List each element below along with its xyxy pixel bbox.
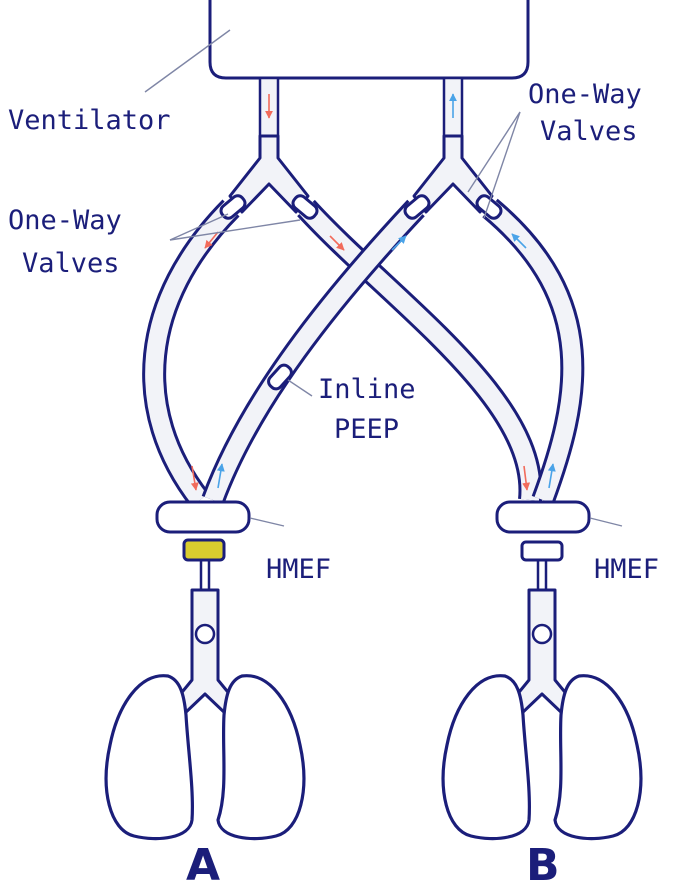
tube-a-expiratory bbox=[201, 199, 425, 505]
y-connector-expiratory bbox=[412, 134, 494, 214]
ventilator-label: Ventilator bbox=[8, 105, 171, 136]
y-connector-inspiratory bbox=[228, 134, 310, 214]
one-way-valves-left-label-line2: Valves bbox=[22, 248, 120, 279]
patient-b-assembly bbox=[441, 500, 643, 841]
ventilator-box bbox=[208, 0, 530, 80]
flow-arrows bbox=[190, 231, 556, 491]
patient-a-label: A bbox=[186, 840, 220, 890]
right-lung-a bbox=[216, 674, 306, 841]
one-way-valve bbox=[475, 194, 503, 220]
tube-b-inspiratory bbox=[297, 199, 543, 502]
patient-b-label: B bbox=[526, 840, 560, 890]
one-way-valve bbox=[219, 194, 247, 220]
one-way-valve bbox=[403, 194, 431, 220]
leader-lines bbox=[144, 29, 623, 527]
hmef-label-b: HMEF bbox=[594, 554, 659, 585]
hmef-filter-b bbox=[495, 500, 591, 534]
one-way-valves-right-label-line2: Valves bbox=[540, 116, 638, 147]
inspiratory-port bbox=[258, 76, 280, 138]
one-way-valve bbox=[291, 194, 319, 220]
right-lung-b bbox=[553, 674, 643, 841]
inline-peep-label-line1: Inline bbox=[318, 374, 416, 405]
hmef-filter-a bbox=[155, 500, 251, 534]
patient-a-assembly bbox=[104, 500, 306, 841]
left-lung-b bbox=[441, 674, 531, 841]
inline-peep-valve bbox=[267, 363, 293, 391]
cuff-valve-b bbox=[531, 623, 553, 645]
one-way-valves-left-label-line1: One-Way bbox=[8, 205, 122, 236]
hmef-label-a: HMEF bbox=[266, 554, 331, 585]
connector-b bbox=[520, 540, 564, 562]
left-lung-a bbox=[104, 674, 194, 841]
tube-a-inspiratory bbox=[142, 199, 240, 508]
expiratory-port bbox=[442, 76, 464, 138]
one-way-valves-right-label-line1: One-Way bbox=[528, 79, 642, 110]
cuff-valve-a bbox=[194, 623, 216, 645]
peep-filter-a bbox=[182, 538, 226, 562]
tube-b-expiratory bbox=[482, 198, 585, 505]
inline-peep-label-line2: PEEP bbox=[334, 414, 399, 445]
